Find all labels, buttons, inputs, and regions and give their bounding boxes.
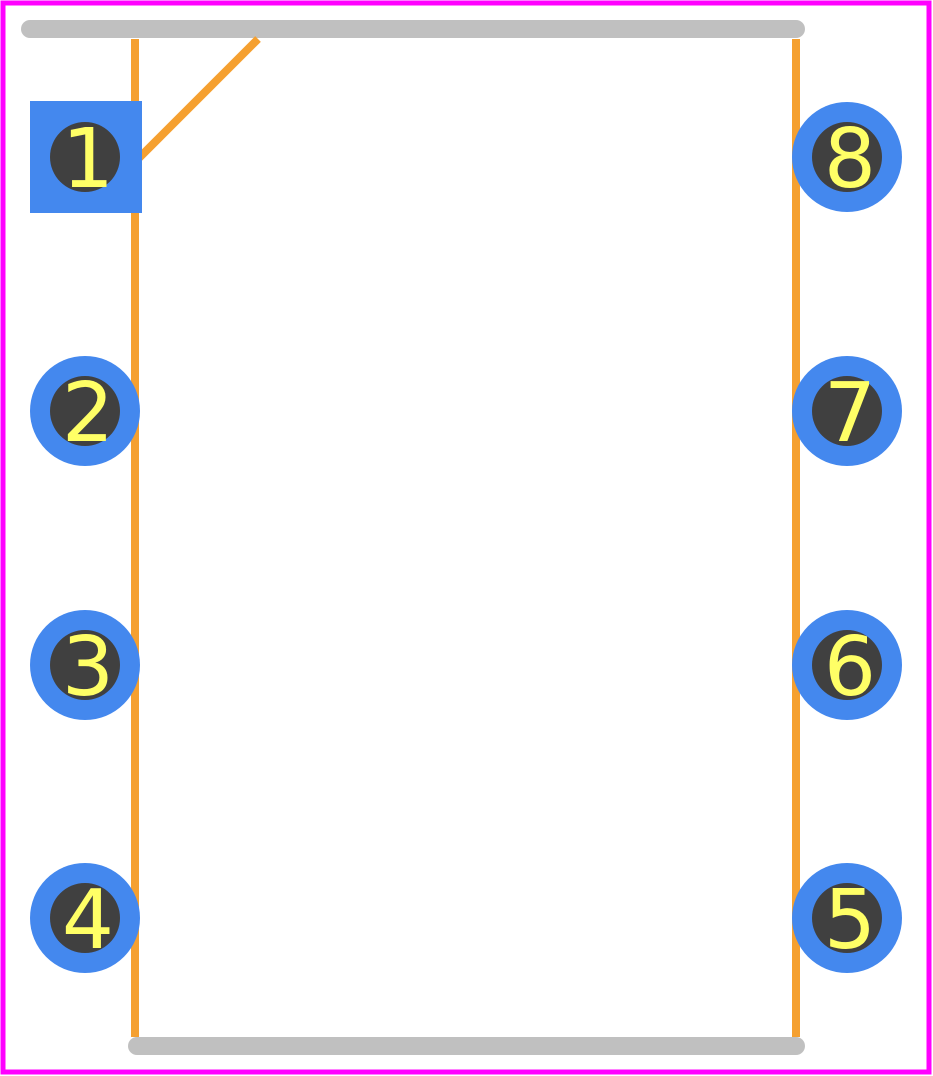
pad-6[interactable]: 6 — [792, 610, 902, 720]
pad-label: 5 — [824, 873, 876, 968]
drill-hole — [50, 122, 120, 192]
pad-label: 8 — [824, 112, 876, 207]
pad-7[interactable]: 7 — [792, 356, 902, 466]
drill-hole — [812, 122, 882, 192]
pad-2[interactable]: 2 — [30, 356, 140, 466]
pad-3[interactable]: 3 — [30, 610, 140, 720]
pin1-chamfer — [132, 36, 261, 165]
pads-layer: 1 2 3 4 5 — [30, 101, 902, 973]
pad-label: 6 — [824, 620, 876, 715]
pad-label: 2 — [62, 366, 114, 461]
pad-label: 3 — [62, 620, 114, 715]
pad-label: 7 — [824, 366, 876, 461]
drill-hole — [50, 883, 120, 953]
pad-5[interactable]: 5 — [792, 863, 902, 973]
pad-label: 1 — [62, 112, 114, 207]
drill-hole — [50, 630, 120, 700]
pad-label: 4 — [62, 873, 114, 968]
drill-hole — [812, 630, 882, 700]
pad-4[interactable]: 4 — [30, 863, 140, 973]
drill-hole — [812, 883, 882, 953]
pad-8[interactable]: 8 — [792, 102, 902, 212]
drill-hole — [50, 376, 120, 446]
pad-1[interactable]: 1 — [30, 101, 142, 213]
drill-hole — [812, 376, 882, 446]
